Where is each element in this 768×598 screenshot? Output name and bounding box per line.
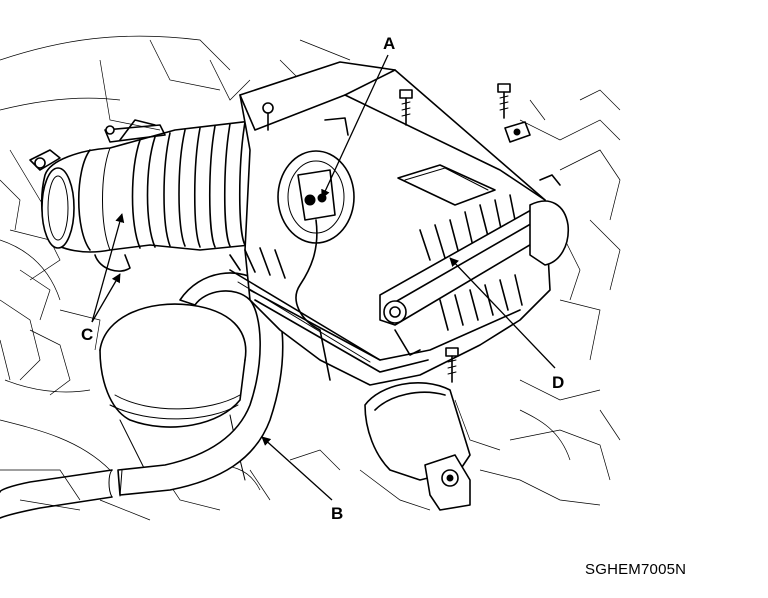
callout-a: A: [383, 34, 395, 53]
leader-c2: [91, 273, 121, 323]
air-cleaner-housing: [229, 61, 570, 511]
bolt-icon: [497, 83, 511, 119]
bolt-icon: [504, 121, 531, 143]
callout-c: C: [81, 325, 93, 344]
intake-duct-c: [29, 119, 286, 272]
bolt-icon: [399, 89, 413, 126]
reservoir-canister: [99, 303, 247, 481]
figure-code: SGHEM7005N: [585, 561, 687, 578]
leader-c1: [91, 213, 125, 323]
leader-a: [321, 54, 389, 199]
callout-leaders: [91, 54, 556, 501]
bolt-icon: [262, 102, 274, 131]
leader-d: [449, 257, 556, 369]
leader-b: [261, 436, 333, 501]
bolt-icon: [445, 347, 459, 383]
callout-b: B: [331, 504, 343, 523]
callout-d: D: [552, 373, 564, 392]
bolts: [262, 83, 531, 383]
callout-labels: A B C D: [81, 34, 564, 523]
